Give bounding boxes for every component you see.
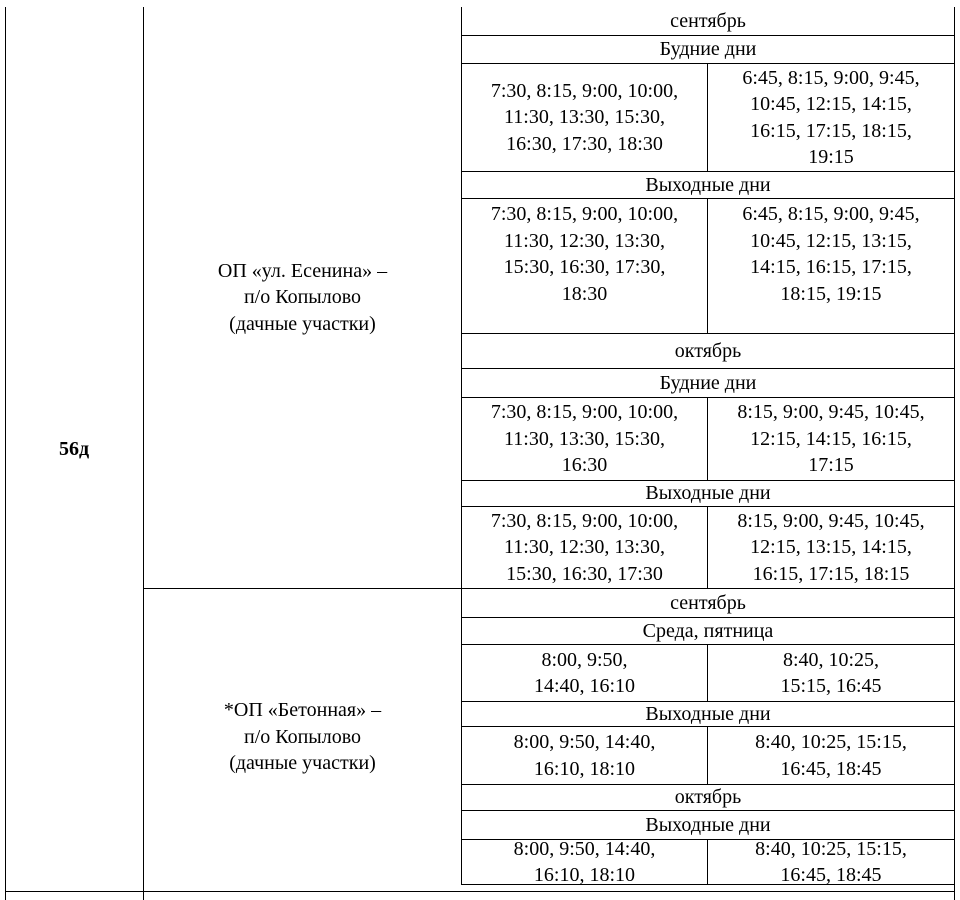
schedule-forward: 7:30, 8:15, 9:00, 10:00, 11:30, 12:30, 1… [490,203,679,305]
schedule-backward: 8:15, 9:00, 9:45, 10:45, 12:15, 14:15, 1… [737,401,925,477]
direction-divider [707,198,708,333]
column-divider-2 [461,7,462,885]
schedule-backward: 8:40, 10:25, 15:15, 16:45 [780,648,882,698]
schedule-forward: 7:30, 8:15, 9:00, 10:00, 11:30, 13:30, 1… [490,401,679,477]
route-divider [143,588,955,589]
schedule-forward: 7:30, 8:15, 9:00, 10:00, 11:30, 12:30, 1… [490,509,679,585]
route-name-betonnaya: *ОП «Бетонная» – п/о Копылово (дачные уч… [223,699,382,775]
month-header: октябрь [674,786,742,809]
row-line [461,198,955,199]
row-line [461,333,955,334]
days-header: Среда, пятница [642,619,774,642]
schedule-forward: 7:30, 8:15, 9:00, 10:00, 11:30, 13:30, 1… [490,79,679,155]
schedule-forward: 8:00, 9:50, 14:40, 16:10, 18:10 [513,837,656,887]
schedule-forward: 8:00, 9:50, 14:40, 16:10, 18:10 [513,731,656,780]
row-line [461,884,955,885]
days-header: Будние дни [659,38,757,61]
days-header: Будние дни [659,371,757,394]
row-line [461,171,955,172]
route-number: 56д [58,437,90,460]
row-line [461,506,955,507]
row-line [461,701,955,702]
row-line [461,35,955,36]
direction-divider [707,506,708,588]
row-line [461,63,955,64]
schedule-forward: 8:00, 9:50, 14:40, 16:10 [533,648,636,698]
direction-divider [707,726,708,784]
row-line [461,617,955,618]
month-header: сентябрь [670,9,746,32]
row-line [461,368,955,369]
month-header: сентябрь [670,591,746,614]
row-line [461,784,955,785]
days-header: Выходные дни [645,702,771,725]
days-header: Выходные дни [645,173,771,196]
direction-divider [707,644,708,701]
schedule-backward: 6:45, 8:15, 9:00, 9:45, 10:45, 12:15, 14… [742,66,920,169]
row-line [461,397,955,398]
direction-divider [707,397,708,480]
schedule-backward: 8:40, 10:25, 15:15, 16:45, 18:45 [755,731,907,780]
row-line [461,726,955,727]
row-line [461,644,955,645]
row-line [461,839,955,840]
month-header: октябрь [674,339,742,362]
row-line [461,810,955,811]
schedule-table: 56д ОП «ул. Есенина» – п/о Копылово (дач… [5,7,955,900]
schedule-backward: 8:40, 10:25, 15:15, 16:45, 18:45 [755,837,907,887]
schedule-backward: 6:45, 8:15, 9:00, 9:45, 10:45, 12:15, 13… [742,203,920,305]
days-header: Выходные дни [645,482,771,505]
direction-divider [707,63,708,171]
direction-divider [707,839,708,884]
row-line [461,480,955,481]
table-border-right [954,7,955,900]
table-border-bottom [5,891,955,892]
column-divider-1 [143,7,144,900]
days-header: Выходные дни [645,813,771,836]
table-border-left [5,7,6,900]
schedule-backward: 8:15, 9:00, 9:45, 10:45, 12:15, 13:15, 1… [737,509,925,585]
route-name-esenina: ОП «ул. Есенина» – п/о Копылово (дачные … [217,259,388,335]
